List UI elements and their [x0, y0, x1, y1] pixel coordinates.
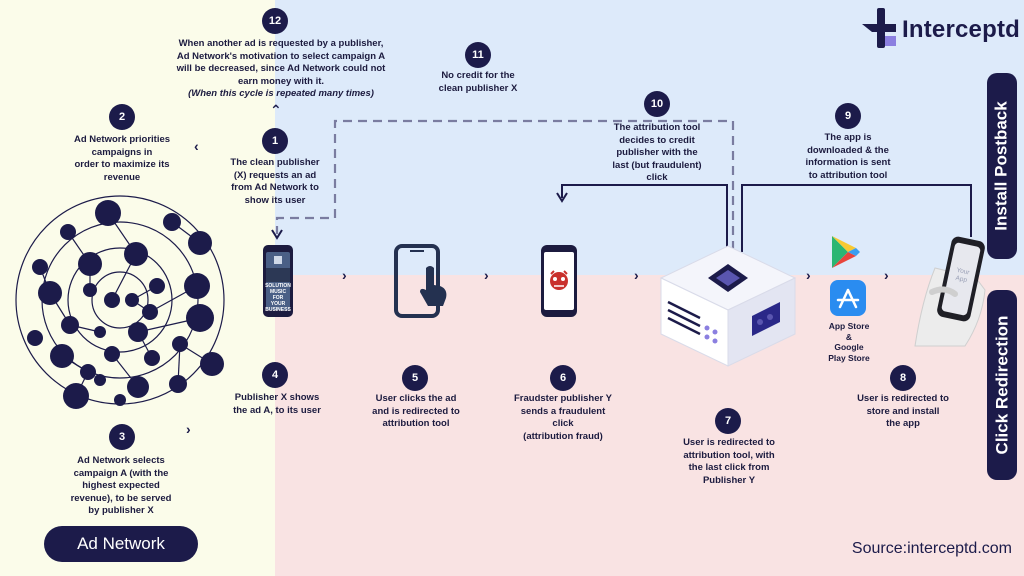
- chevron-right-icon: ›: [806, 267, 811, 283]
- install-postback-tab: Install Postback: [987, 73, 1017, 259]
- step-text-8: User is redirected to store and install …: [857, 393, 949, 429]
- step-badge-12: 12: [262, 8, 288, 34]
- chevron-right-icon: ›: [484, 267, 489, 283]
- step-text-7: User is redirected to attribution tool, …: [683, 437, 775, 486]
- step-badge-3: 3: [109, 424, 135, 450]
- chevron-left-icon: ‹: [194, 138, 199, 154]
- step-text-6: Fraudster publisher Y sends a fraudulent…: [513, 393, 612, 442]
- step-badge-6: 6: [550, 365, 576, 391]
- dashed-feedback-path: [275, 119, 735, 250]
- chevron-right-icon: ›: [634, 267, 639, 283]
- step-text-11: No credit for the clean publisher X: [438, 70, 518, 94]
- step-text-12: When another ad is requested by a publis…: [176, 38, 386, 99]
- interceptd-logo: Interceptd: [858, 8, 1020, 52]
- google-play-icon: [832, 236, 860, 268]
- source-credit: Source:interceptd.com: [851, 540, 1012, 557]
- step-badge-7: 7: [715, 408, 741, 434]
- step-text-10: The attribution tool decides to credit p…: [612, 122, 702, 183]
- attribution-tool-box: [659, 245, 797, 367]
- user-click-phone: [394, 244, 447, 318]
- brand-name: Interceptd: [902, 16, 1021, 43]
- store-label: App Store & Google Play Store: [828, 321, 870, 363]
- postback-path: [741, 184, 972, 252]
- step-badge-5: 5: [402, 365, 428, 391]
- app-store-icon: [830, 280, 866, 316]
- click-redirection-tab: Click Redirection: [987, 290, 1017, 480]
- click-redirection-zone: [275, 275, 1024, 576]
- ad-network-label: Ad Network: [44, 526, 198, 562]
- step-text-2: Ad Network priorities campaigns in order…: [73, 134, 171, 183]
- step-badge-9: 9: [835, 103, 861, 129]
- publisher-x-phone: [263, 245, 293, 317]
- step-badge-1: 1: [262, 128, 288, 154]
- step-badge-4: 4: [262, 362, 288, 388]
- chevron-right-icon: ›: [884, 267, 889, 283]
- chevron-right-icon: ›: [186, 421, 191, 437]
- step-text-1: The clean publisher (X) requests an ad f…: [230, 157, 320, 206]
- dashed-arrowhead: [271, 229, 283, 240]
- step-text-9: The app is downloaded & the information …: [805, 132, 891, 181]
- chevron-up-icon: ⌃: [270, 102, 282, 118]
- install-postback-zone: [275, 0, 1024, 275]
- fraudster-phone: [541, 245, 577, 317]
- credit-arrowhead: [556, 192, 568, 203]
- step-text-5: User clicks the ad and is redirected to …: [372, 393, 460, 429]
- step-badge-2: 2: [109, 104, 135, 130]
- hand-with-phone: [914, 236, 986, 347]
- interceptd-logo-icon: [862, 8, 896, 48]
- step-text-3: Ad Network selects campaign A (with the …: [70, 455, 172, 516]
- step-badge-8: 8: [890, 365, 916, 391]
- step-badge-11: 11: [465, 42, 491, 68]
- step-text-4: Publisher X shows the ad A, to its user: [233, 392, 321, 416]
- credit-path: [561, 184, 728, 252]
- phone-screen-text: SOLUTION MUSIC FOR YOUR BUSINESS: [265, 283, 291, 313]
- step-badge-10: 10: [644, 91, 670, 117]
- ad-network-graph: [15, 195, 225, 409]
- chevron-right-icon: ›: [342, 267, 347, 283]
